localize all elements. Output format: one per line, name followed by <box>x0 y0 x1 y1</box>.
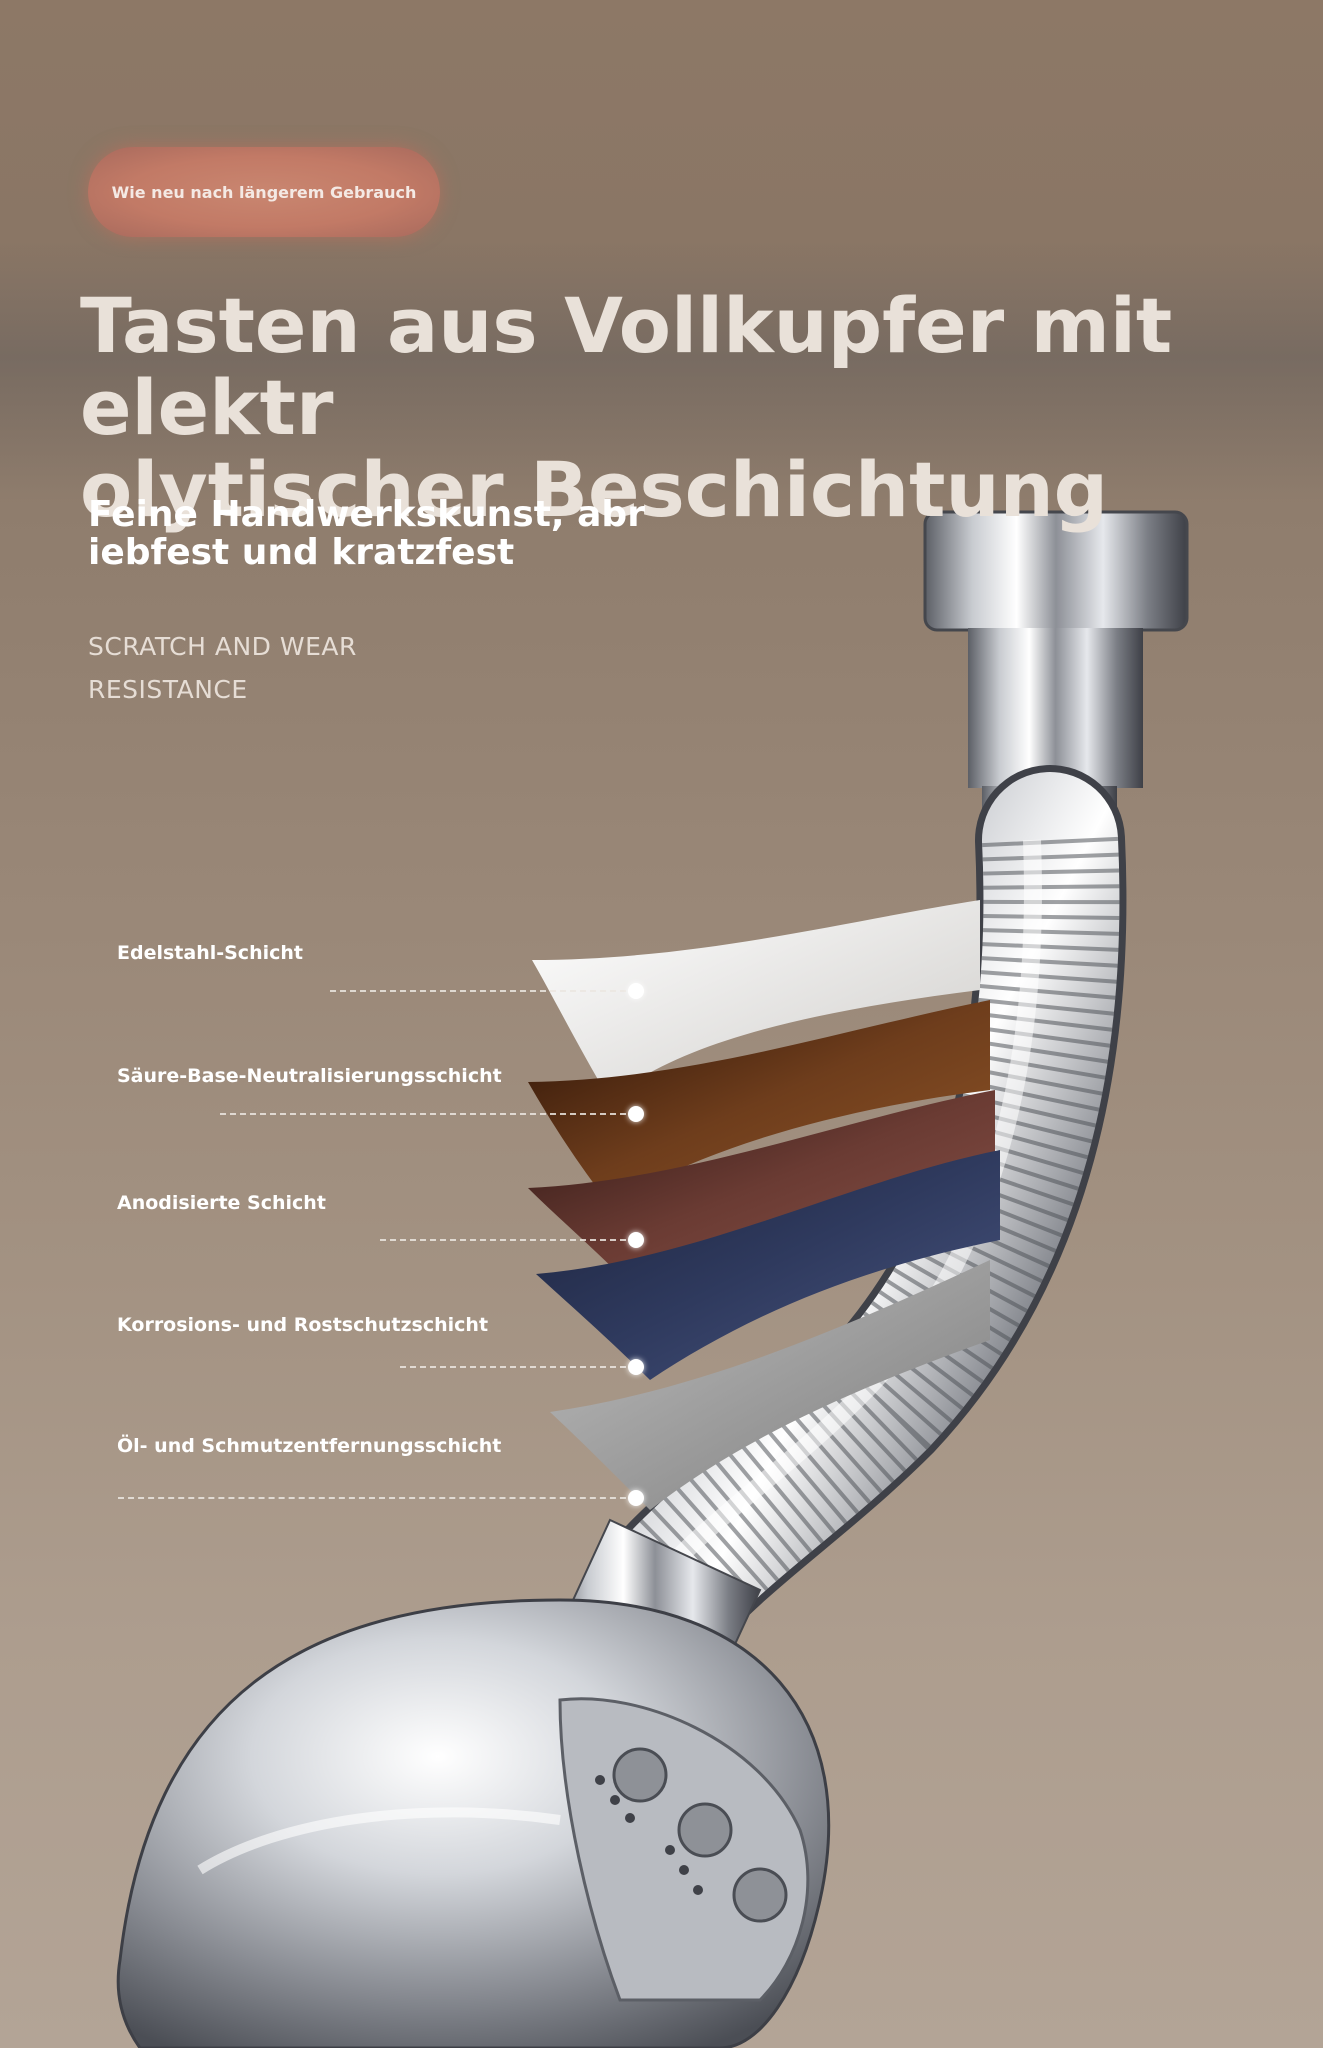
subtitle-line-2: iebfest und kratzfest <box>88 532 515 573</box>
layer-label-stainless-steel: Edelstahl-Schicht <box>117 942 303 964</box>
layer-label-corrosion: Korrosions- und Rostschutzschicht <box>117 1314 489 1336</box>
tagline-line-2: RESISTANCE <box>88 675 248 704</box>
title-line-2: olytischer Beschichtung <box>80 445 1109 534</box>
layer-label-dirt-removal: Öl- und Schmutzentfernungsschicht <box>117 1435 502 1457</box>
layer-label-acid-base: Säure-Base-Neutralisierungsschicht <box>117 1065 502 1087</box>
badge-label: Wie neu nach längerem Gebrauch <box>111 182 417 202</box>
layer-marker-dot <box>628 983 644 999</box>
subtitle: Feine Handwerkskunst, abr iebfest und kr… <box>88 496 688 572</box>
background-haze <box>0 240 1323 500</box>
layer-leader-line <box>380 1239 636 1241</box>
layer-marker-dot <box>628 1490 644 1506</box>
layer-leader-line <box>118 1497 636 1499</box>
tagline: SCRATCH AND WEAR RESISTANCE <box>88 625 588 711</box>
layer-leader-line <box>330 990 636 992</box>
page-title: Tasten aus Vollkupfer mit elektr olytisc… <box>80 285 1280 531</box>
subtitle-line-1: Feine Handwerkskunst, abr <box>88 494 645 535</box>
layer-leader-line <box>400 1366 636 1368</box>
badge-pill: Wie neu nach längerem Gebrauch <box>88 147 440 237</box>
tagline-line-1: SCRATCH AND WEAR <box>88 632 357 661</box>
layer-marker-dot <box>628 1359 644 1375</box>
layer-label-anodized: Anodisierte Schicht <box>117 1192 326 1214</box>
layer-marker-dot <box>628 1106 644 1122</box>
layer-leader-line <box>220 1113 636 1115</box>
title-line-1: Tasten aus Vollkupfer mit elektr <box>80 281 1173 452</box>
layer-marker-dot <box>628 1232 644 1248</box>
